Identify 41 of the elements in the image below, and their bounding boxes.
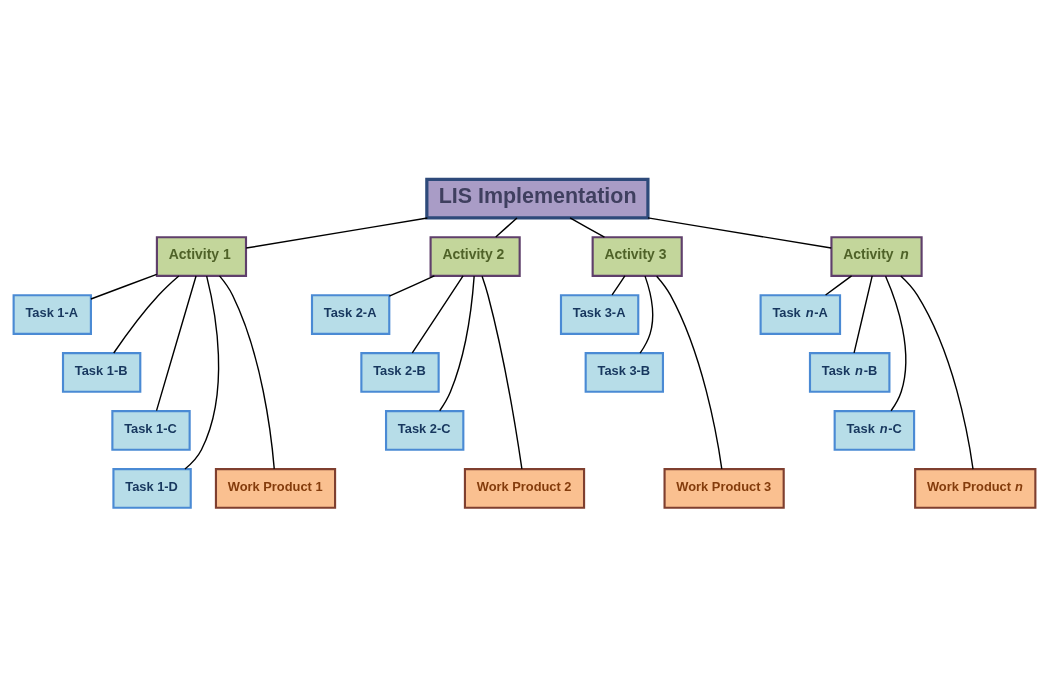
node-box: Work Product n <box>914 467 1037 509</box>
node-box: LIS Implementation <box>425 177 650 220</box>
node-box: Task 1-B <box>61 351 142 393</box>
connector <box>884 275 907 411</box>
node-box: Activity n <box>830 235 923 277</box>
connector <box>155 274 197 411</box>
node-box: Task 3-A <box>559 293 640 335</box>
node-box: Task 2-A <box>310 293 391 335</box>
node-box: Task 2-C <box>384 409 465 451</box>
connector <box>90 273 158 300</box>
node-box: Work Product 1 <box>214 467 337 509</box>
connector <box>495 216 518 238</box>
connector <box>411 274 464 353</box>
connector <box>439 274 475 411</box>
connector <box>639 274 654 354</box>
connector <box>569 216 606 238</box>
connector <box>900 274 974 470</box>
connector <box>655 275 723 469</box>
connector <box>113 274 180 354</box>
node-box: Activity 2 <box>429 235 521 277</box>
node-box: Work Product 2 <box>463 467 586 509</box>
connector <box>853 274 873 353</box>
connector <box>481 275 523 470</box>
node-box: Activity 1 <box>155 235 248 277</box>
connector <box>218 274 275 470</box>
node-box: Task 1-A <box>12 293 92 335</box>
node-box: Task 2-B <box>360 351 440 393</box>
node-box: Task n-C <box>833 409 916 451</box>
node-box: Activity 3 <box>591 235 683 277</box>
connector <box>824 274 853 296</box>
node-box: Task n-A <box>759 293 842 335</box>
node-box: Task 3-B <box>584 351 665 393</box>
connector <box>647 216 832 249</box>
node-box: Task 1-C <box>111 409 191 451</box>
node-box: Task n-B <box>808 351 891 393</box>
connector <box>245 216 429 249</box>
connector <box>184 274 220 470</box>
connector <box>388 274 436 297</box>
node-box: Task 1-D <box>112 467 192 509</box>
node-box: Work Product 3 <box>663 467 785 509</box>
connector <box>611 274 626 296</box>
